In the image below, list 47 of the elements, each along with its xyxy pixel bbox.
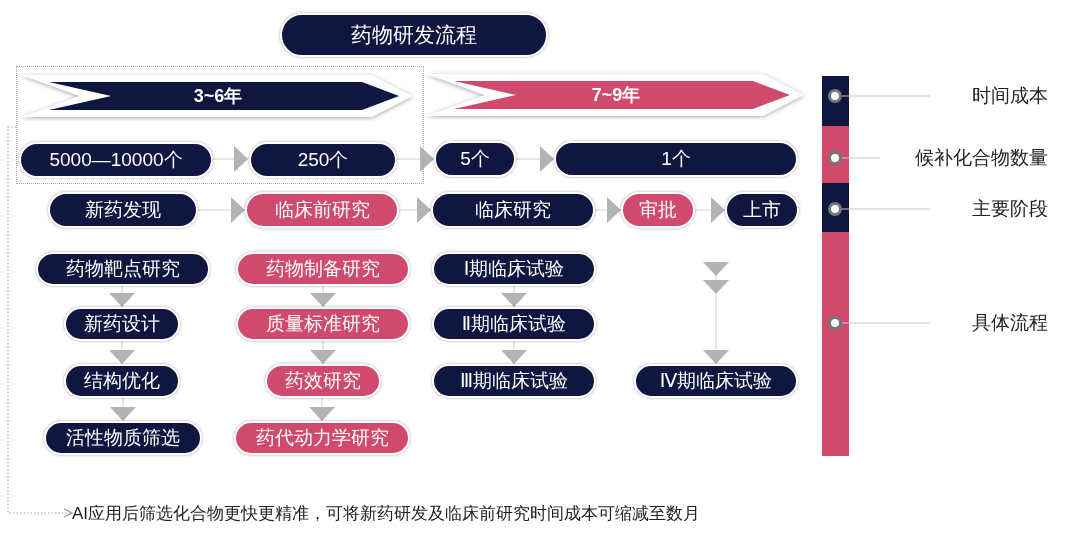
triangle-arrow	[501, 285, 527, 308]
triangle-arrow	[594, 197, 622, 223]
triangle-arrow	[515, 146, 555, 172]
stage-pill: 质量标准研究	[236, 307, 410, 341]
footnote: AI应用后筛选化合物更快更精准，可将新药研发及临床前研究时间成本可缩减至数月	[72, 500, 852, 526]
stage-pill: 上市	[725, 192, 799, 228]
triangle-arrow	[109, 340, 135, 365]
stage-pill: Ⅲ期临床试验	[432, 364, 596, 398]
stage-pill: 审批	[621, 192, 695, 228]
stage-pill: 活性物质筛选	[44, 421, 202, 455]
triangle-arrow	[310, 340, 336, 365]
triangle-arrow	[197, 197, 246, 223]
stage-pill: 新药发现	[48, 192, 198, 228]
stage-pill: Ⅰ期临床试验	[432, 252, 596, 286]
triangle-arrow	[501, 340, 527, 365]
triangle-arrow	[703, 262, 729, 365]
triangle-arrow	[109, 285, 135, 308]
stage-pill: 5000—10000个	[19, 142, 213, 178]
stage-pill: 结构优化	[64, 364, 180, 398]
dotted-arrow	[7, 126, 73, 518]
triangle-arrow	[211, 146, 249, 172]
triangle-arrow	[395, 146, 435, 172]
stage-pill: 药物靶点研究	[36, 252, 210, 286]
row-label: 时间成本	[930, 82, 1048, 110]
triangle-arrow	[398, 197, 432, 223]
row-label: 候补化合物数量	[880, 144, 1048, 172]
triangle-arrow	[110, 397, 136, 422]
stage-pill: 1个	[554, 141, 798, 177]
duration-label: 3~6年	[193, 85, 243, 108]
triangle-arrow	[310, 285, 336, 308]
stage-pill: 药物制备研究	[236, 252, 410, 286]
stage-pill: 新药设计	[64, 307, 180, 341]
stage-pill: Ⅳ期临床试验	[634, 364, 798, 398]
row-label: 具体流程	[930, 309, 1048, 337]
stage-pill: 临床研究	[431, 192, 595, 228]
duration-label: 7~9年	[591, 84, 641, 107]
stage-pill: Ⅱ期临床试验	[432, 307, 596, 341]
row-label: 主要阶段	[930, 195, 1048, 223]
stage-pill: 药代动力学研究	[234, 421, 410, 455]
title-pill: 药物研发流程	[280, 13, 548, 57]
stage-pill: 5个	[434, 141, 516, 177]
triangle-arrow	[309, 397, 335, 422]
dotted-frame	[16, 66, 424, 184]
stage-pill: 临床前研究	[245, 192, 399, 228]
stage-pill: 250个	[249, 142, 397, 178]
triangle-arrow	[694, 197, 726, 223]
stage-pill: 药效研究	[265, 364, 381, 398]
